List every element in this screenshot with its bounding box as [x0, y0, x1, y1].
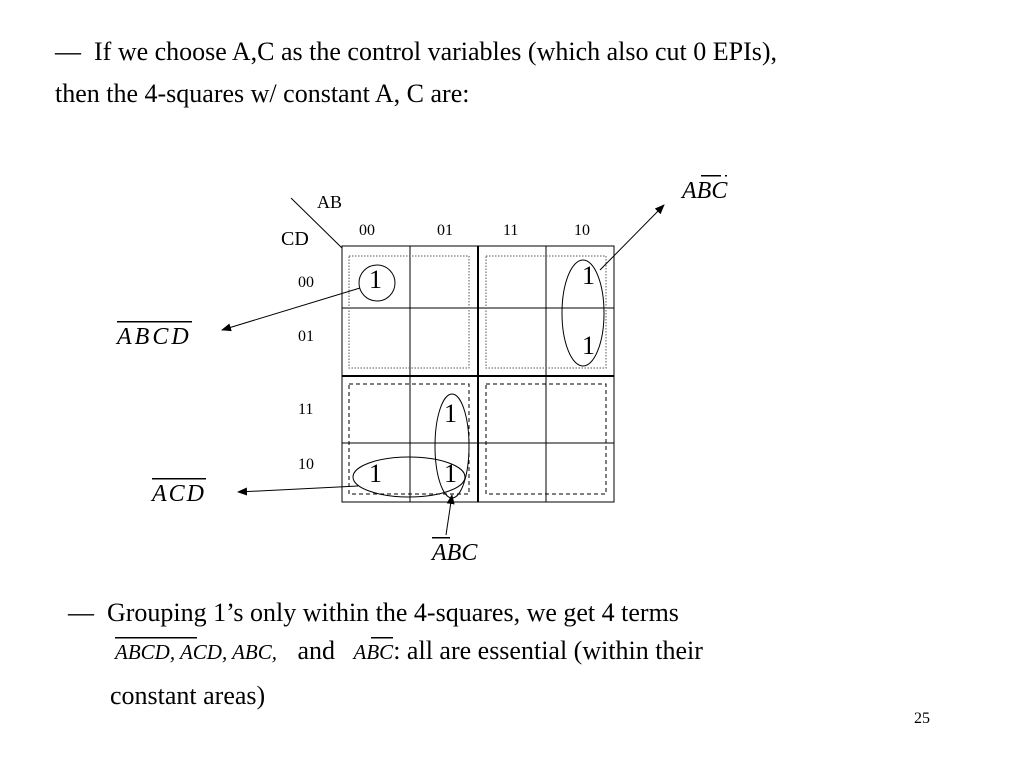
- arrow-left-bottom: [237, 485, 359, 496]
- loop-abc-top-right: [561, 259, 605, 367]
- four-square-top-right: [485, 255, 607, 369]
- arrow-top-right: [599, 204, 665, 271]
- cell-r0-c0: 1: [369, 265, 382, 294]
- intro-text-1: If we choose A,C as the control variable…: [94, 37, 778, 66]
- summary-bullet: —: [68, 598, 94, 627]
- row-header-10: 10: [298, 456, 314, 473]
- cell-r3-c0: 1: [369, 459, 382, 488]
- term-left-top-text: ABCD: [117, 321, 192, 350]
- intro-bullet: —: [55, 37, 81, 66]
- kmap-diagonal-line: [290, 197, 343, 249]
- row-header-01: 01: [298, 328, 314, 345]
- loop-abcd: [358, 264, 396, 302]
- summary-last-term: ABC: [353, 637, 394, 664]
- four-square-bottom-right: [485, 383, 607, 495]
- col-header-11: 11: [503, 222, 519, 239]
- term-top-right: ABC: [682, 175, 728, 205]
- col-header-10: 10: [574, 222, 590, 239]
- cell-r0-c3: 1: [582, 261, 595, 290]
- term-top-right-text: ABC: [682, 175, 728, 204]
- intro-line-1: — If we choose A,C as the control variab…: [55, 32, 777, 72]
- summary-and: and: [297, 636, 336, 665]
- summary-line-3: constant areas): [110, 681, 266, 710]
- row-header-11: 11: [298, 401, 314, 418]
- term-left-bottom-text: ACD: [152, 478, 206, 507]
- cell-r3-c1: 1: [444, 459, 457, 488]
- row-header-00: 00: [298, 274, 314, 291]
- summary-text-2: : all are essential (within their: [393, 636, 703, 665]
- cell-r1-c3: 1: [582, 331, 595, 360]
- cell-r2-c1: 1: [444, 399, 457, 428]
- row-variable-label: AB: [317, 192, 343, 212]
- loop-acd: [352, 456, 466, 498]
- term-bottom-text: ABC: [432, 537, 478, 566]
- term-left-bottom: ACD: [152, 478, 206, 508]
- col-header-00: 00: [359, 222, 375, 239]
- arrow-bottom: [445, 494, 455, 536]
- col-variable-label: CD: [281, 228, 309, 250]
- term-bottom: ABC: [432, 537, 478, 567]
- col-header-01: 01: [437, 222, 453, 239]
- summary-text-1: Grouping 1’s only within the 4-squares, …: [107, 598, 679, 627]
- summary-terms-list: ABCD, ACD, ABC,: [115, 637, 277, 664]
- four-square-top-left: [348, 255, 470, 369]
- page-number: 25: [914, 710, 930, 727]
- arrow-left-top: [221, 287, 361, 332]
- summary-line-2: ABCD, ACD, ABC, and ABC: all are essenti…: [115, 636, 703, 666]
- term-left-top: ABCD: [117, 321, 192, 351]
- summary-line-1: — Grouping 1’s only within the 4-squares…: [68, 593, 679, 633]
- intro-line-2: then the 4-squares w/ constant A, C are:: [55, 79, 470, 108]
